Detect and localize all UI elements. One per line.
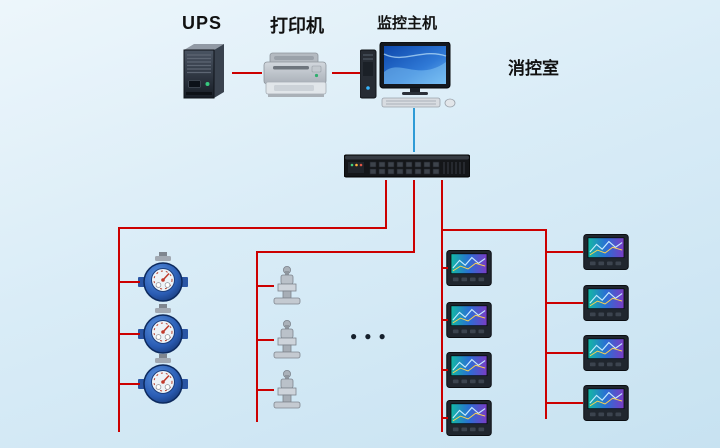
monitor-host-device — [360, 42, 456, 108]
link-host-switch — [413, 108, 415, 152]
power-meter-device — [446, 302, 492, 338]
power-meter-device — [446, 400, 492, 436]
power-meter-device — [446, 352, 492, 388]
branch-c-stub-2 — [441, 319, 448, 321]
ellipsis-more-devices: ●●● — [350, 329, 393, 343]
printer-device — [262, 52, 332, 100]
branch-c-stub-1 — [441, 267, 448, 269]
ups-label: UPS — [182, 13, 223, 33]
power-meter-device — [583, 285, 629, 321]
water-meter-device — [138, 304, 188, 356]
valve-device — [272, 320, 302, 360]
switch-drop-2 — [413, 180, 415, 253]
control-room-label: 消控室 — [508, 59, 559, 78]
ups-device — [180, 42, 232, 100]
link-printer-host — [332, 72, 360, 74]
switch-device — [344, 152, 470, 180]
branch-b-stub-1 — [258, 285, 274, 287]
branch-b-stub-2 — [258, 339, 274, 341]
branch-c-stub-3 — [441, 369, 448, 371]
branch-a-stub-1 — [120, 281, 140, 283]
printer-label: 打印机 — [270, 16, 324, 36]
valve-device — [272, 266, 302, 306]
branch-b-horizontal — [256, 251, 415, 253]
branch-a-horizontal — [118, 227, 387, 229]
branch-a-stub-2 — [120, 333, 140, 335]
valve-device — [272, 370, 302, 410]
power-meter-device — [583, 335, 629, 371]
power-meter-device — [583, 385, 629, 421]
switch-drop-3-center-bus — [441, 180, 443, 432]
branch-a-stub-3 — [120, 383, 140, 385]
branch-d-stub-1 — [547, 251, 583, 253]
branch-d-stub-2 — [547, 302, 583, 304]
monitor-host-label: 监控主机 — [377, 15, 438, 32]
power-meter-device — [583, 234, 629, 270]
branch-d-bus — [545, 229, 547, 419]
link-ups-printer — [232, 72, 262, 74]
branch-b-stub-3 — [258, 389, 274, 391]
branch-b-bus — [256, 251, 258, 422]
branch-c-stub-4 — [441, 417, 448, 419]
branch-d-horizontal — [441, 229, 547, 231]
branch-a-bus — [118, 227, 120, 432]
water-meter-device — [138, 354, 188, 406]
power-meter-device — [446, 250, 492, 286]
switch-drop-1 — [385, 180, 387, 229]
branch-d-stub-3 — [547, 352, 583, 354]
branch-d-stub-4 — [547, 402, 583, 404]
water-meter-device — [138, 252, 188, 304]
